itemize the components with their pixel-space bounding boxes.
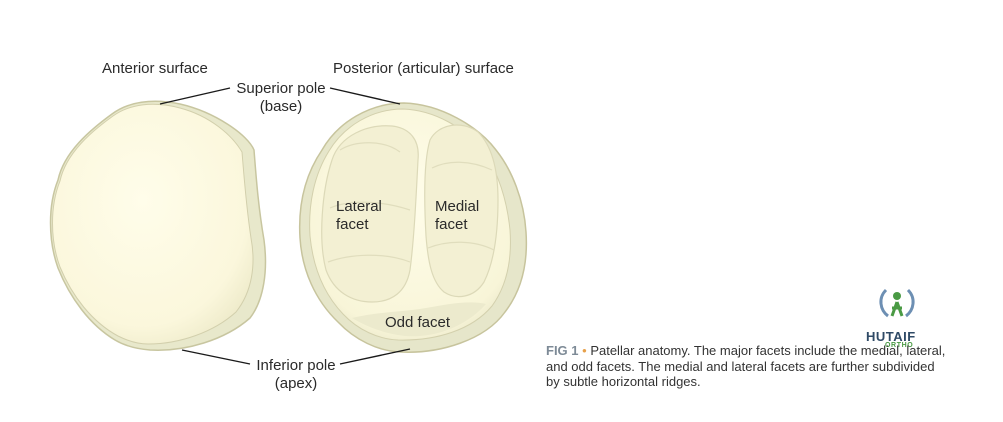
lateral-facet-label: Lateral facet [336,198,382,234]
caption-text: Patellar anatomy. The major facets inclu… [546,343,946,389]
lateral-facet-line2: facet [336,216,369,233]
medial-facet-line1: Medial [435,198,480,215]
lateral-facet [321,125,419,303]
superior-pole-leader-right [329,87,401,105]
odd-facet-label: Odd facet [385,314,451,331]
inferior-pole-leader-left [181,349,251,365]
inferior-pole-leader-right [339,348,411,365]
lateral-facet-line1: Lateral [336,198,382,215]
odd-facet-region [352,302,486,337]
watermark-sub: ORTHO [885,342,914,349]
anterior-surface-label: Anterior surface [102,60,208,77]
medial-facet [424,124,499,298]
inferior-pole-label: Inferior pole (apex) [248,357,344,393]
posterior-patella [298,102,528,353]
anterior-patella [49,100,267,351]
caption-bullet: • [582,343,587,358]
inferior-pole-line1: Inferior pole [256,357,336,374]
figure-logo-icon [879,288,915,318]
superior-pole-leader-left [159,87,231,105]
medial-facet-line2: facet [435,216,468,233]
superior-pole-line2: (base) [259,98,303,115]
posterior-surface-label: Posterior (articular) surface [333,60,514,77]
figure-caption: FIG 1 • Patellar anatomy. The major face… [546,343,946,390]
figure-number: FIG 1 [546,343,579,358]
superior-pole-label: Superior pole (base) [228,80,334,116]
inferior-pole-line2: (apex) [274,375,318,392]
leader-lines [159,87,411,365]
watermark-name: HUTAIF [866,329,916,344]
superior-pole-line1: Superior pole [236,80,326,97]
medial-facet-label: Medial facet [435,198,479,234]
